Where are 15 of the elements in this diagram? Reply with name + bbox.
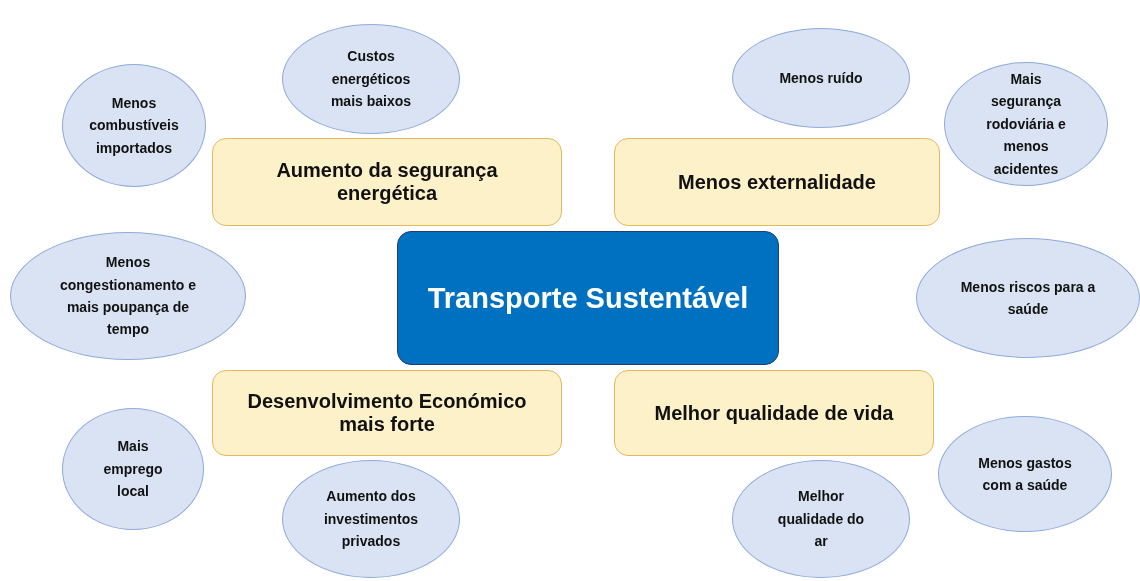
benefit-ellipse: Mais segurança rodoviária e menos acidentes xyxy=(944,62,1108,186)
central-box: Transporte Sustentável xyxy=(397,231,779,365)
benefit-ellipse: Menos congestionamento e mais poupança de tempo xyxy=(10,232,246,360)
benefit-panel: Aumento da segurança energética xyxy=(212,138,562,226)
benefit-ellipse: Menos gastos com a saúde xyxy=(938,416,1112,532)
benefit-ellipse: Custos energéticos mais baixos xyxy=(282,24,460,134)
benefit-ellipse: Aumento dos investimentos privados xyxy=(282,460,460,578)
benefit-ellipse: Menos riscos para a saúde xyxy=(916,238,1140,358)
benefit-ellipse: Melhor qualidade do ar xyxy=(732,460,910,578)
benefit-ellipse: Menos combustíveis importados xyxy=(62,64,206,187)
benefit-panel: Melhor qualidade de vida xyxy=(614,370,934,456)
benefit-panel: Menos externalidade xyxy=(614,138,940,226)
benefit-panel: Desenvolvimento Económico mais forte xyxy=(212,370,562,456)
benefit-ellipse: Mais emprego local xyxy=(62,408,204,530)
benefit-ellipse: Menos ruído xyxy=(732,28,910,128)
